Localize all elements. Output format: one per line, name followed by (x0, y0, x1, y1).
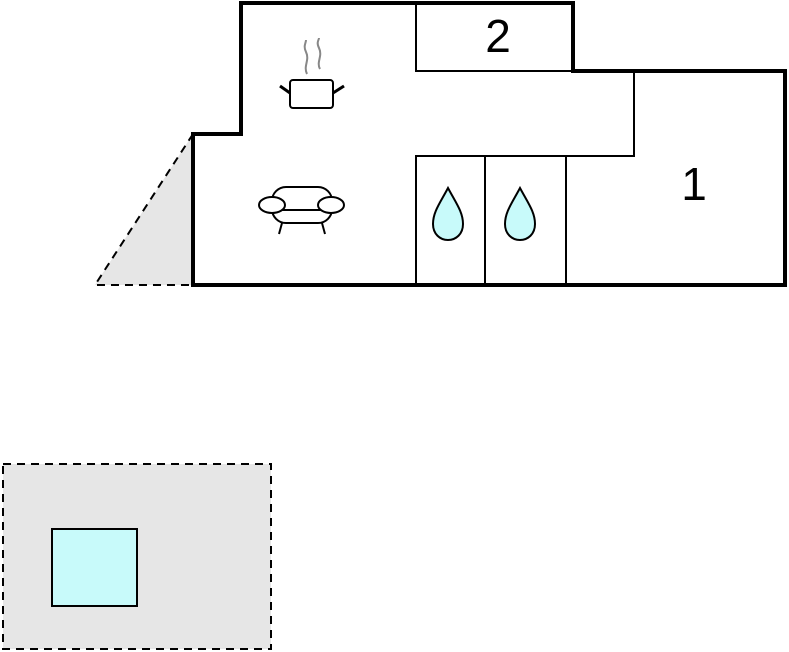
room-2-label: 2 (485, 10, 511, 62)
room-1-label: 1 (681, 158, 707, 210)
inner-wall (415, 71, 635, 285)
sofa-icon (258, 186, 345, 235)
kitchen-pot-icon (279, 37, 345, 109)
terrace-area (93, 130, 194, 286)
water-drop-icon (503, 185, 537, 242)
room-2-wall (415, 3, 573, 72)
water-drop-icon (431, 185, 465, 242)
pool (51, 528, 138, 607)
